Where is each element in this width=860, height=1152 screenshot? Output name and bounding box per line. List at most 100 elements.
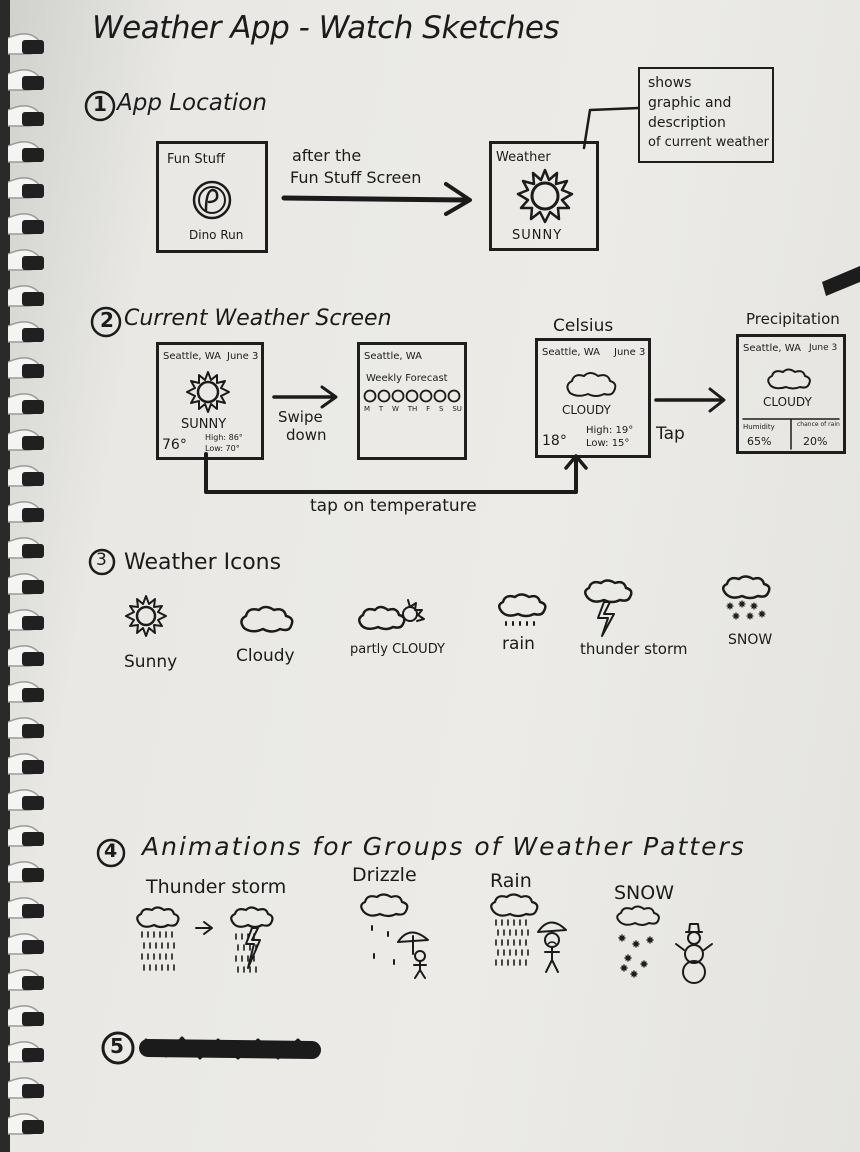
snow-icon xyxy=(720,574,776,624)
drizzle-group-label: Drizzle xyxy=(352,864,417,886)
section-1-heading: App Location xyxy=(117,90,267,116)
partly-cloudy-label: partly CLOUDY xyxy=(350,642,445,657)
snowflake-icon xyxy=(625,955,631,961)
snow-animation-icon xyxy=(614,904,714,988)
screen-a-high: High: 86° xyxy=(205,433,243,442)
forecast-day-circle xyxy=(365,391,376,402)
thunderstorm-group-label: Thunder storm xyxy=(146,876,286,898)
section-3-number: 3 xyxy=(96,550,107,570)
snowflake-icon xyxy=(633,941,639,947)
screen-a-location: Seattle, WA xyxy=(163,351,221,362)
section-5-number: 5 xyxy=(110,1034,124,1058)
screen-a-sun-icon xyxy=(185,369,231,415)
forecast-day-circle xyxy=(379,391,390,402)
weather-condition: SUNNY xyxy=(512,228,562,243)
section-2-heading: Current Weather Screen xyxy=(124,306,392,331)
cloudy-label: Cloudy xyxy=(236,646,295,666)
spiral-ring xyxy=(8,430,44,450)
spiral-ring xyxy=(8,70,44,90)
screen-c-cloud-icon xyxy=(564,371,620,399)
note-connector xyxy=(570,100,650,160)
spiral-ring xyxy=(8,178,44,198)
spiral-ring xyxy=(8,214,44,234)
snowflake-icon xyxy=(733,613,739,619)
tap-label: Tap xyxy=(656,424,685,444)
spiral-ring xyxy=(8,574,44,594)
spiral-ring xyxy=(8,394,44,414)
section-3-heading: Weather Icons xyxy=(124,550,281,575)
arrow-right-icon xyxy=(280,178,480,218)
sunny-icon xyxy=(124,592,168,640)
spiral-ring xyxy=(8,538,44,558)
snowflake-icon xyxy=(727,603,733,609)
rain-label: rain xyxy=(502,634,535,654)
partly-cloudy-icon xyxy=(356,594,428,634)
sun-icon xyxy=(514,166,576,226)
snow-group-label: SNOW xyxy=(614,882,674,904)
screen-b-title: Weekly Forecast xyxy=(366,373,448,384)
snowflake-icon xyxy=(747,613,753,619)
section-5-scribble xyxy=(146,1034,316,1064)
forecast-day-circle xyxy=(421,391,432,402)
snowflake-icon xyxy=(647,937,653,943)
thunderstorm-label: thunder storm xyxy=(580,640,687,658)
sunny-label: Sunny xyxy=(124,652,177,672)
celsius-weather-screen: Seattle, WA June 3 CLOUDY 18° High: 19° … xyxy=(535,338,651,458)
snowflake-icon xyxy=(739,601,745,607)
dino-run-icon xyxy=(187,180,237,224)
binder-clip xyxy=(818,262,860,302)
forecast-day-label: T xyxy=(379,405,383,413)
screen-c-date: June 3 xyxy=(614,347,645,358)
spiral-ring xyxy=(8,862,44,882)
dino-run-label: Dino Run xyxy=(189,228,243,242)
screen-d-cloud-icon xyxy=(765,367,815,391)
drizzle-animation-icon xyxy=(358,892,438,980)
snowflake-icon xyxy=(631,971,637,977)
spiral-ring xyxy=(8,502,44,522)
current-weather-screen-sunny: Seattle, WA June 3 SUNNY 76° High: 86° L… xyxy=(156,342,264,460)
spiral-ring xyxy=(8,718,44,738)
spiral-ring xyxy=(8,790,44,810)
spiral-ring xyxy=(8,898,44,918)
swipe-label-line2: down xyxy=(286,426,326,444)
spiral-ring xyxy=(8,610,44,630)
snow-label: SNOW xyxy=(728,632,772,648)
snowflake-icon xyxy=(759,611,765,617)
swipe-arrow-icon xyxy=(270,384,350,410)
note-line-1: shows xyxy=(648,75,691,91)
swipe-label-line1: Swipe xyxy=(278,408,323,426)
rain-group-label: Rain xyxy=(490,870,532,892)
tap-temperature-connector xyxy=(196,452,596,498)
arrow-label-line1: after the xyxy=(292,146,361,165)
spiral-ring xyxy=(8,1114,44,1134)
screen-c-high: High: 19° xyxy=(586,425,633,436)
section-2-number: 2 xyxy=(100,308,114,332)
thunderstorm-icon xyxy=(582,578,640,644)
screen-c-low: Low: 15° xyxy=(586,438,629,449)
spiral-ring xyxy=(8,466,44,486)
note-line-2: graphic and xyxy=(648,95,731,111)
screen-b-location: Seattle, WA xyxy=(364,351,422,362)
screen-d-condition: CLOUDY xyxy=(763,395,812,409)
spiral-ring xyxy=(8,1042,44,1062)
forecast-day-label: TH xyxy=(408,405,418,413)
spiral-binding xyxy=(0,0,52,1152)
forecast-day-circle xyxy=(393,391,404,402)
forecast-day-circle xyxy=(435,391,446,402)
screen-d-location: Seattle, WA xyxy=(743,343,801,354)
spiral-ring xyxy=(8,826,44,846)
spiral-ring xyxy=(8,646,44,666)
snowflake-icon xyxy=(619,935,625,941)
celsius-label: Celsius xyxy=(553,316,613,336)
spiral-ring xyxy=(8,970,44,990)
forecast-day-label: SU xyxy=(452,405,462,413)
screen-c-location: Seattle, WA xyxy=(542,347,600,358)
fun-stuff-label: Fun Stuff xyxy=(167,152,225,167)
forecast-day-circle xyxy=(407,391,418,402)
spiral-ring xyxy=(8,142,44,162)
rain-icon xyxy=(496,592,552,632)
title-underline xyxy=(0,0,10,10)
forecast-days-row: MTWTHFSSU xyxy=(364,405,462,413)
spiral-ring xyxy=(8,682,44,702)
section-4-heading: Animations for Groups of Weather Patters xyxy=(142,832,746,861)
